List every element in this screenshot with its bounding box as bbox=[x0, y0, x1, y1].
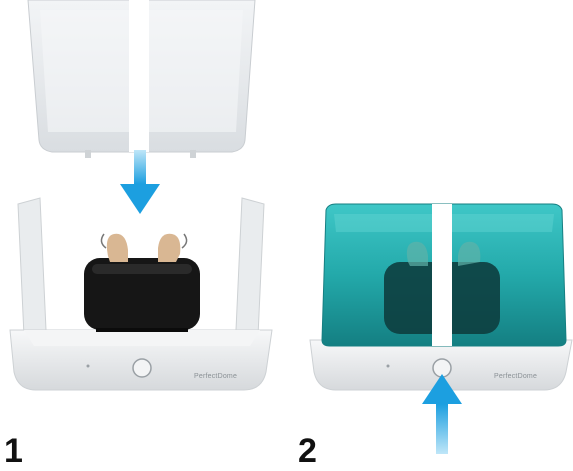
brand-label-right: PerfectDome bbox=[494, 373, 537, 380]
open-lid bbox=[28, 0, 255, 158]
product-illustration bbox=[0, 0, 573, 454]
brand-label-left: PerfectDome bbox=[194, 373, 237, 380]
power-button-icon bbox=[133, 359, 151, 377]
hearing-aid-right bbox=[158, 234, 187, 262]
step-number-2: 2 bbox=[298, 432, 317, 471]
hearing-aid-charger bbox=[84, 258, 200, 332]
hearing-aid-left bbox=[101, 234, 128, 262]
arrow-down-icon bbox=[120, 150, 160, 214]
step-number-1: 1 bbox=[4, 432, 23, 471]
teal-lid bbox=[322, 204, 566, 346]
